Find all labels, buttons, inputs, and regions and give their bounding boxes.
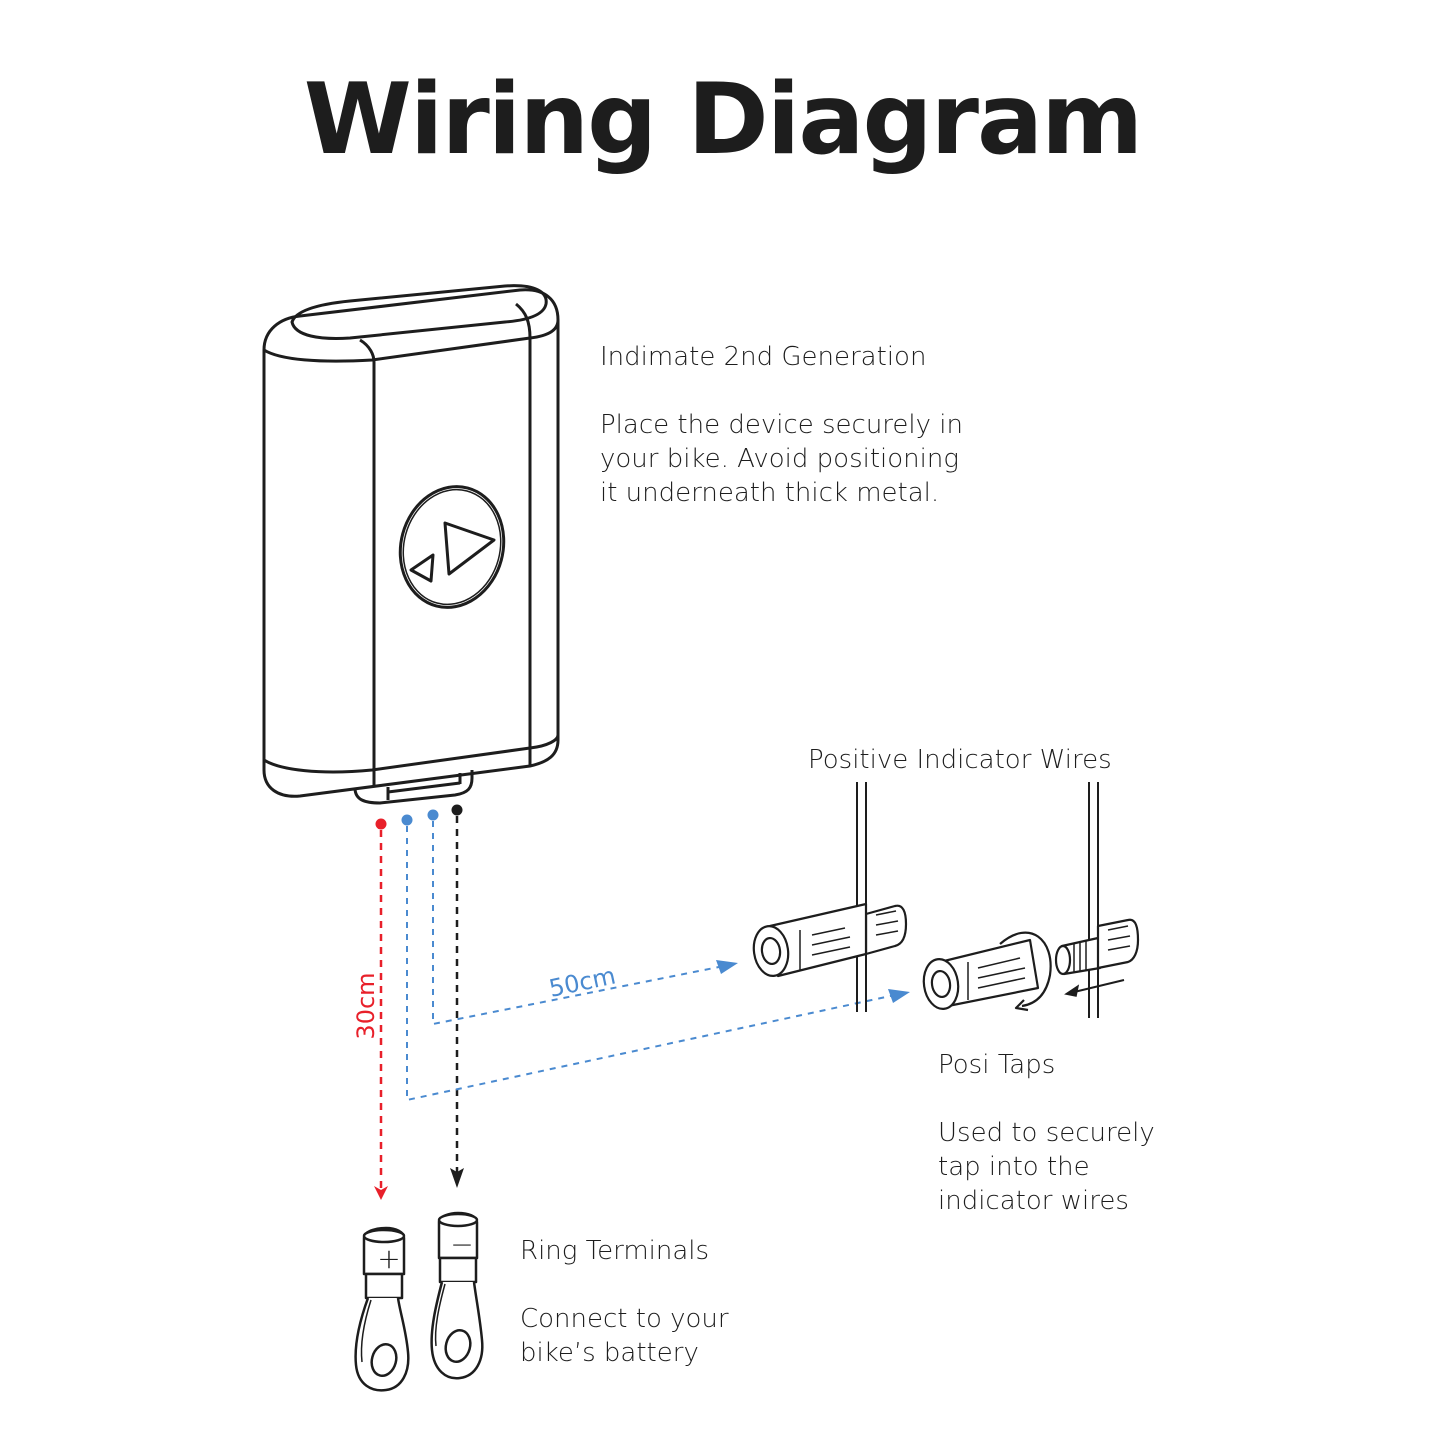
- ring-terminal-positive: [354, 1226, 410, 1392]
- negative-wire-dot: [451, 804, 463, 816]
- ring-terminals-description-line: Connect to your: [520, 1304, 729, 1334]
- indicator-wire-1-dot: [401, 814, 413, 826]
- ring-terminals-description-line: bike’s battery: [520, 1338, 699, 1368]
- posi-taps-description-line: indicator wires: [938, 1186, 1129, 1216]
- positive-indicator-wires: [856, 782, 1099, 1018]
- ring-terminal-negative: [430, 1211, 484, 1380]
- posi-taps-description-line: Used to securely: [938, 1118, 1155, 1148]
- battery-wire-length-label: 30cm: [352, 972, 380, 1039]
- ring-terminals-heading: Ring Terminals: [520, 1236, 710, 1266]
- posi-tap-disassembled: [922, 918, 1140, 1012]
- device-description-line: your bike. Avoid positioning: [600, 444, 959, 474]
- indicator-wires-heading: Positive Indicator Wires: [808, 745, 1112, 775]
- posi-taps-description-line: tap into the: [938, 1152, 1090, 1182]
- posi-taps-label: Posi Taps Used to securely tap into the …: [938, 1048, 1155, 1218]
- posi-tap-assembled: [752, 902, 908, 978]
- left-right-indicator-arrows-icon: [398, 485, 506, 609]
- ring-terminals-label: Ring Terminals Connect to your bike’s ba…: [520, 1234, 729, 1370]
- indicator-wire-2-dot: [427, 809, 439, 821]
- negative-wire-arrowhead: [450, 1168, 464, 1188]
- negative-symbol: −: [450, 1228, 473, 1261]
- indimate-device: [262, 284, 560, 805]
- indicator-wires-label: Positive Indicator Wires: [808, 743, 1112, 777]
- positive-wire-dot: [375, 818, 387, 830]
- indicator-wire-2-arrowhead: [716, 960, 738, 974]
- indicator-wire-2: [432, 821, 725, 1026]
- positive-symbol: +: [377, 1242, 400, 1275]
- posi-taps-heading: Posi Taps: [938, 1050, 1056, 1080]
- device-heading: Indimate 2nd Generation: [600, 342, 927, 372]
- insert-arrow-icon: [1064, 979, 1125, 997]
- device-description-line: Place the device securely in: [600, 410, 963, 440]
- page-title: Wiring Diagram: [303, 63, 1143, 177]
- device-label: Indimate 2nd Generation Place the device…: [600, 340, 963, 510]
- device-description-line: it underneath thick metal.: [600, 478, 940, 508]
- positive-wire-arrowhead: [374, 1186, 388, 1200]
- indicator-wire-length-label: 50cm: [547, 962, 618, 1003]
- indicator-wire-1-arrowhead: [888, 989, 910, 1003]
